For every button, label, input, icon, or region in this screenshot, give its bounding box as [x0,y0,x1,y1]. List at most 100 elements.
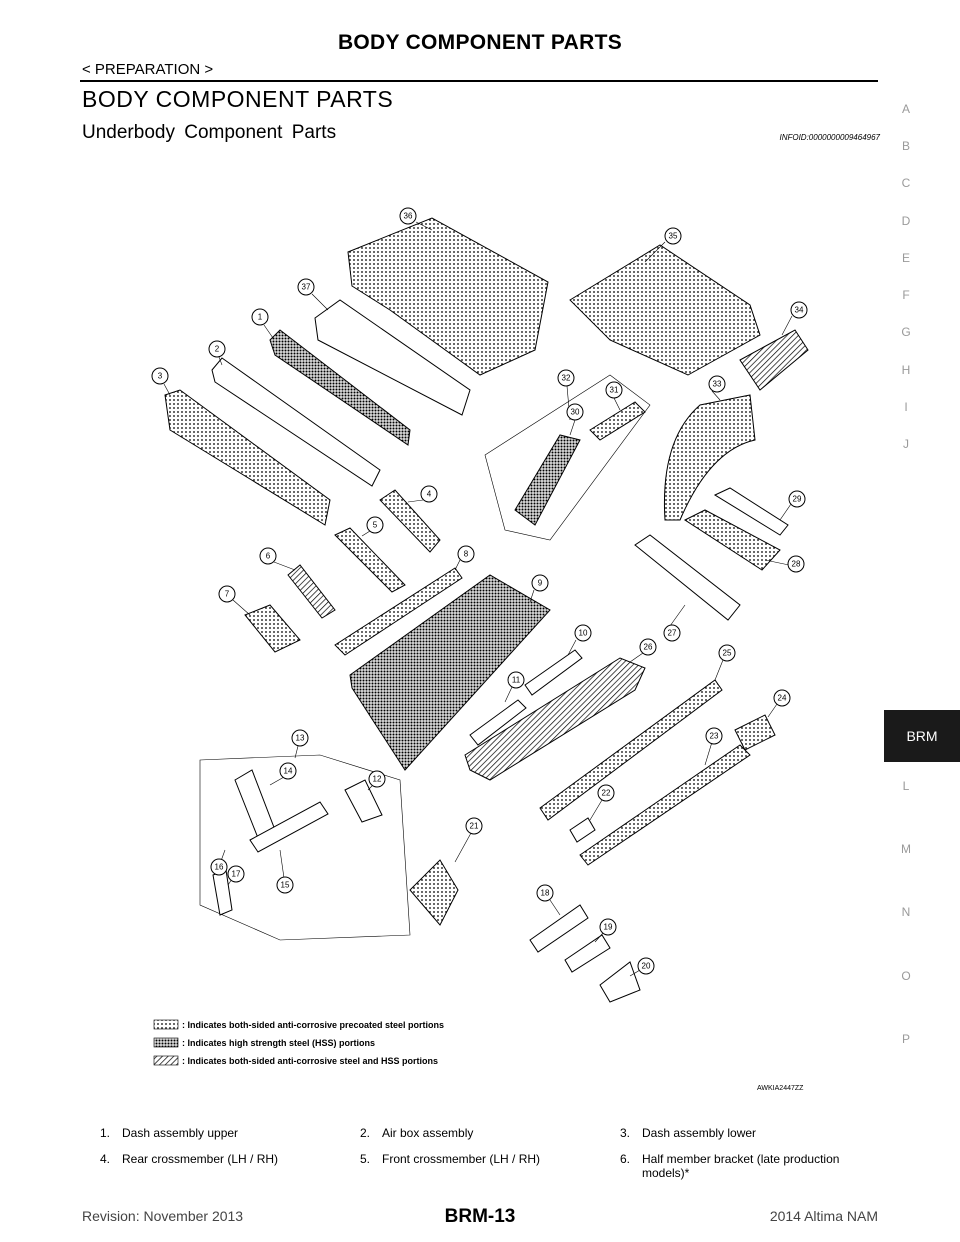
side-index-item[interactable]: N [901,905,911,919]
side-index-item[interactable]: H [901,363,911,377]
part-33-shape [663,394,756,521]
part-32-group-box [484,374,651,541]
legend-swatch-precoated [153,1019,179,1030]
svg-text:21: 21 [470,822,479,831]
part-10-shape [524,649,583,696]
part-7-shape [244,604,301,653]
svg-text:12: 12 [373,775,382,784]
callout-5: 5 [361,516,384,537]
side-index-item[interactable]: M [901,842,911,856]
callout-4: 4 [407,485,438,503]
side-index-tab-active[interactable]: BRM [884,710,960,762]
part-29-shape [713,487,789,536]
legend-hss: : Indicates high strength steel (HSS) po… [182,1038,375,1048]
callout-19: 19 [594,918,617,943]
part-12-shape [344,779,383,823]
part-name: Dash assembly lower [642,1126,757,1140]
part-18-shape [529,904,589,953]
part-26-shape [464,657,646,781]
part-21-shape [409,859,459,926]
svg-text:3: 3 [158,372,163,381]
part-34-shape [739,329,809,391]
callout-8: 8 [454,545,475,571]
side-index-item[interactable]: B [901,139,910,153]
svg-text:31: 31 [610,386,619,395]
svg-text:32: 32 [562,374,571,383]
side-index-item[interactable]: L [902,779,910,793]
callout-23: 23 [704,727,723,766]
svg-text:17: 17 [232,870,241,879]
callout-31: 31 [605,381,623,411]
side-index-item[interactable]: A [901,102,910,116]
svg-text:5: 5 [373,521,378,530]
part-name: Half member bracket (late production mod… [642,1152,840,1180]
part-14-shape [234,769,276,839]
callout-1: 1 [251,308,274,339]
footer-model: 2014 Altima NAM [769,1208,878,1224]
svg-text:8: 8 [464,550,469,559]
svg-text:18: 18 [541,889,550,898]
footer-page-number: BRM-13 [444,1206,516,1227]
callout-13: 13 [291,729,309,759]
svg-text:24: 24 [778,694,787,703]
side-index-item[interactable]: F [902,288,910,302]
side-index-item[interactable]: G [901,325,911,339]
part-number: 2. [360,1126,371,1140]
svg-text:15: 15 [281,881,290,890]
svg-text:37: 37 [302,283,311,292]
svg-text:27: 27 [668,629,677,638]
part-35-shape [569,244,761,376]
svg-text:11: 11 [512,676,521,685]
callout-10: 10 [567,624,592,656]
callout-24: 24 [767,689,791,718]
svg-text:13: 13 [296,734,305,743]
legend-precoated: : Indicates both-sided anti-corrosive pr… [182,1020,444,1030]
part-11-shape [469,699,527,746]
svg-text:1: 1 [258,313,263,322]
callout-37: 37 [297,278,329,311]
part-20-shape [599,961,641,1003]
callout-36: 36 [399,207,433,231]
side-index-item[interactable]: I [904,400,908,414]
legend-swatch-hss [153,1037,179,1048]
table-row: 1. Dash assembly upper 2. Air box assemb… [100,1126,880,1152]
side-index-item[interactable]: O [901,969,911,983]
part-name: Air box assembly [382,1126,474,1140]
callout-7: 7 [218,585,251,616]
svg-text:23: 23 [710,732,719,741]
part-28-shape [683,509,781,571]
callout-21: 21 [454,817,483,863]
side-index-item[interactable]: P [901,1032,910,1046]
callout-12: 12 [367,770,386,791]
side-index-item[interactable]: E [901,251,910,265]
callout-3: 3 [151,367,171,396]
part-number: 5. [360,1152,371,1166]
side-index-item[interactable]: D [901,214,911,228]
callout-18: 18 [536,884,561,916]
header-divider [80,80,878,82]
side-index-item[interactable]: C [901,176,911,190]
side-index-item[interactable]: J [903,437,909,451]
part-22-shape [569,817,596,843]
page-section-label: < PREPARATION > [82,61,214,78]
callout-16: 16 [210,849,228,876]
callout-15: 15 [276,849,294,894]
svg-text:25: 25 [723,649,732,658]
svg-text:34: 34 [795,306,804,315]
underbody-exploded-diagram: 36 35 37 34 1 2 3 32 31 30 33 4 5 29 6 8… [151,207,809,1092]
callout-29: 29 [779,490,806,521]
callout-27: 27 [663,604,686,642]
callout-25: 25 [714,644,736,681]
info-id: INFOID:0000000009464967 [779,133,880,142]
svg-text:22: 22 [602,789,611,798]
svg-text:6: 6 [266,552,271,561]
callout-28: 28 [764,555,805,573]
legend-swatch-combined [153,1055,179,1066]
part-3-shape [164,389,331,526]
svg-text:16: 16 [215,863,224,872]
part-19-shape [564,934,611,973]
part-24-shape [734,714,776,751]
callout-11: 11 [504,671,525,703]
parts-list-table: 1. Dash assembly upper 2. Air box assemb… [100,1126,880,1192]
legend-combined: : Indicates both-sided anti-corrosive st… [182,1056,438,1066]
